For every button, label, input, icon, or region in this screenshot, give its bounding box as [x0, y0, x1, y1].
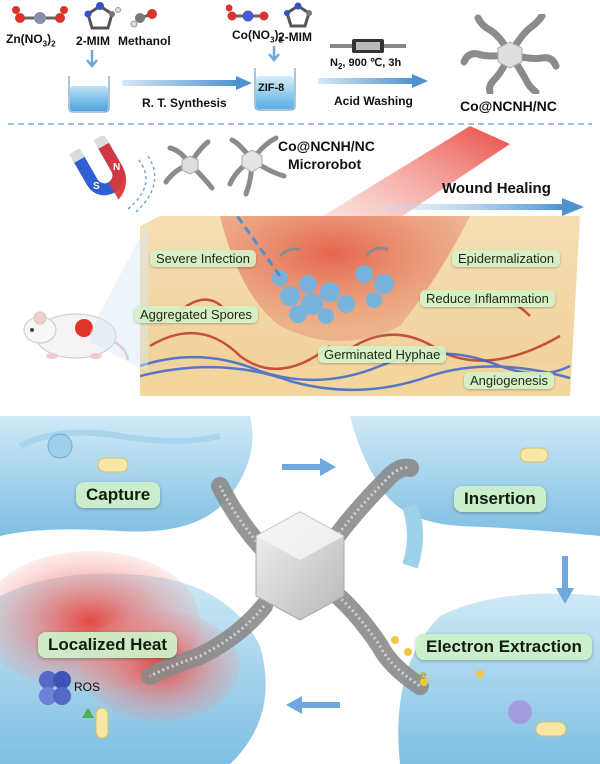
- methanol-molecule-icon: [130, 9, 157, 28]
- co-nitrate-molecule-icon: [226, 4, 269, 22]
- ros-label: ROS: [74, 680, 101, 694]
- magnet-s-label: S: [93, 181, 100, 192]
- label-angiogenesis: Angiogenesis: [464, 372, 555, 389]
- wound-healing-arrow-icon: [378, 198, 584, 216]
- mouse-icon: [23, 311, 130, 361]
- reagent-zn-nitrate: Zn(NO3)2: [6, 32, 56, 49]
- reagent-2-mim-b: 2-MIM: [278, 30, 312, 44]
- stage-capture: Capture: [76, 482, 161, 508]
- magnetic-field-icon: [127, 155, 156, 213]
- reagent-co-nitrate: Co(NO3)2: [232, 28, 283, 45]
- 2-mim-molecule-icon-b: [284, 2, 312, 28]
- beaker-solution-icon: [68, 76, 110, 113]
- electron-label: e: [420, 668, 427, 682]
- zoom-lines: [90, 222, 148, 372]
- step-acid-washing: Acid Washing: [334, 94, 413, 108]
- synthesis-panel: Zn(NO3)2 2-MIM Methanol R. T. Synthesis …: [0, 0, 600, 122]
- co-ncnh-nc-product-icon: [460, 14, 560, 94]
- zn-nitrate-molecule-icon: [12, 6, 68, 24]
- stage-electron-extraction: Electron Extraction: [416, 634, 592, 660]
- microrobot-icon: [163, 135, 287, 197]
- product-label: Co@NCNH/NC: [460, 98, 557, 114]
- arrow-down-icon-b: [268, 46, 280, 62]
- section-divider: [8, 123, 592, 125]
- stage-localized-heat: Localized Heat: [38, 632, 178, 658]
- zif-8-label: ZIF-8: [258, 82, 285, 94]
- reagent-2-mim: 2-MIM: [76, 34, 110, 48]
- label-aggregated-spores: Aggregated Spores: [134, 306, 259, 323]
- magnet-icon: [69, 136, 127, 200]
- label-germinated-hyphae: Germinated Hyphae: [318, 346, 447, 363]
- mechanism-panel: Capture Insertion Electron Extraction Lo…: [0, 416, 600, 764]
- microrobot-label-line1: Co@NCNH/NC: [278, 138, 375, 154]
- label-epidermalization: Epidermalization: [452, 250, 561, 267]
- arrow-right-icon-b: [318, 74, 428, 88]
- zif-8-beaker-icon: [254, 68, 296, 111]
- 2-mim-molecule-icon: [84, 2, 121, 30]
- label-severe-infection: Severe Infection: [150, 250, 256, 267]
- mechanism-illustration: [0, 416, 600, 764]
- stage-insertion: Insertion: [454, 486, 546, 512]
- step-n2-900c: N2, 900 ℃, 3h: [330, 57, 402, 72]
- reagent-methanol: Methanol: [118, 34, 171, 48]
- wound-healing-label: Wound Healing: [442, 180, 551, 197]
- step-rt-synthesis: R. T. Synthesis: [142, 96, 227, 110]
- microrobot-label-line2: Microrobot: [288, 156, 362, 172]
- magnet-n-label: N: [113, 162, 121, 173]
- arrow-right-icon: [122, 76, 252, 90]
- treatment-panel: S N Co@NCNH/NC Microrobot Wound Healing: [0, 126, 600, 416]
- tube-furnace-icon: [330, 39, 406, 53]
- arrow-down-icon: [86, 50, 98, 68]
- label-reduce-inflammation: Reduce Inflammation: [420, 290, 555, 307]
